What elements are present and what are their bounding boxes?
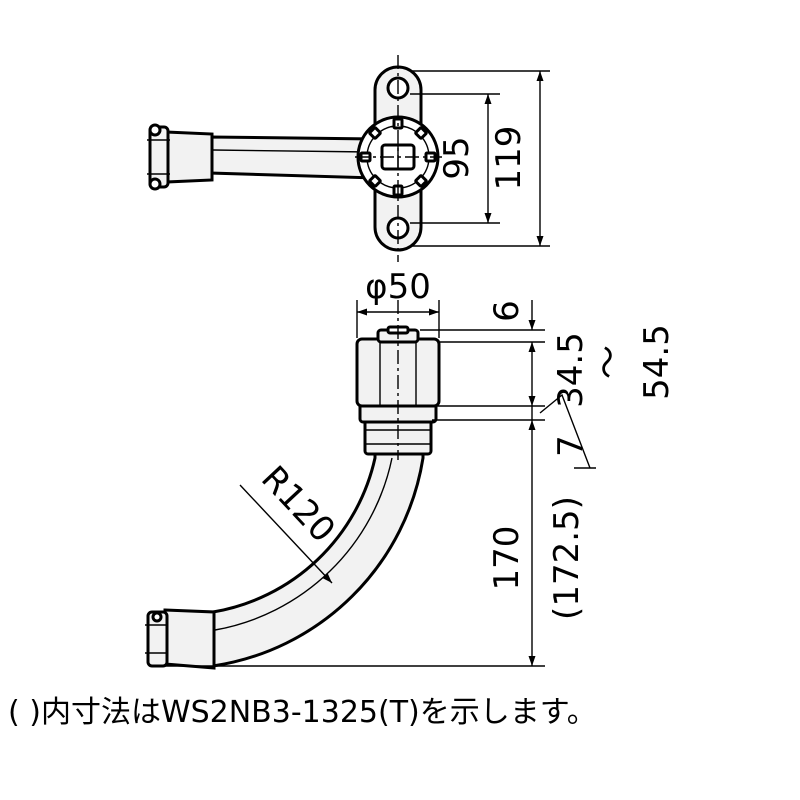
footnote: ( )内寸法はWS2NB3-1325(T)を示します。	[8, 695, 597, 730]
bottom-end-fitting	[163, 608, 216, 670]
dim-119: 119	[489, 126, 529, 191]
dim-172-5: (172.5)	[547, 496, 587, 620]
dim-r120: R120	[253, 458, 343, 550]
curved-pipe	[211, 450, 425, 668]
dim-34-5: 34.5	[551, 332, 591, 408]
leader-7	[539, 393, 591, 469]
top-dimension-lines	[410, 70, 550, 247]
top-end-fitting	[164, 130, 214, 184]
dim-line-r120	[239, 484, 333, 584]
dim-phi50: φ50	[365, 267, 431, 307]
dim-7: 7	[551, 435, 591, 457]
side-dimension-lines	[160, 300, 596, 667]
dim-54-5: 54.5	[637, 324, 677, 400]
dim-6: 6	[487, 300, 527, 322]
dim-95: 95	[437, 136, 477, 179]
dim-170: 170	[487, 526, 527, 591]
dim-tilde: 〜	[589, 345, 629, 379]
top-view	[147, 55, 442, 262]
side-view	[145, 300, 441, 670]
top-pipe	[208, 135, 377, 180]
